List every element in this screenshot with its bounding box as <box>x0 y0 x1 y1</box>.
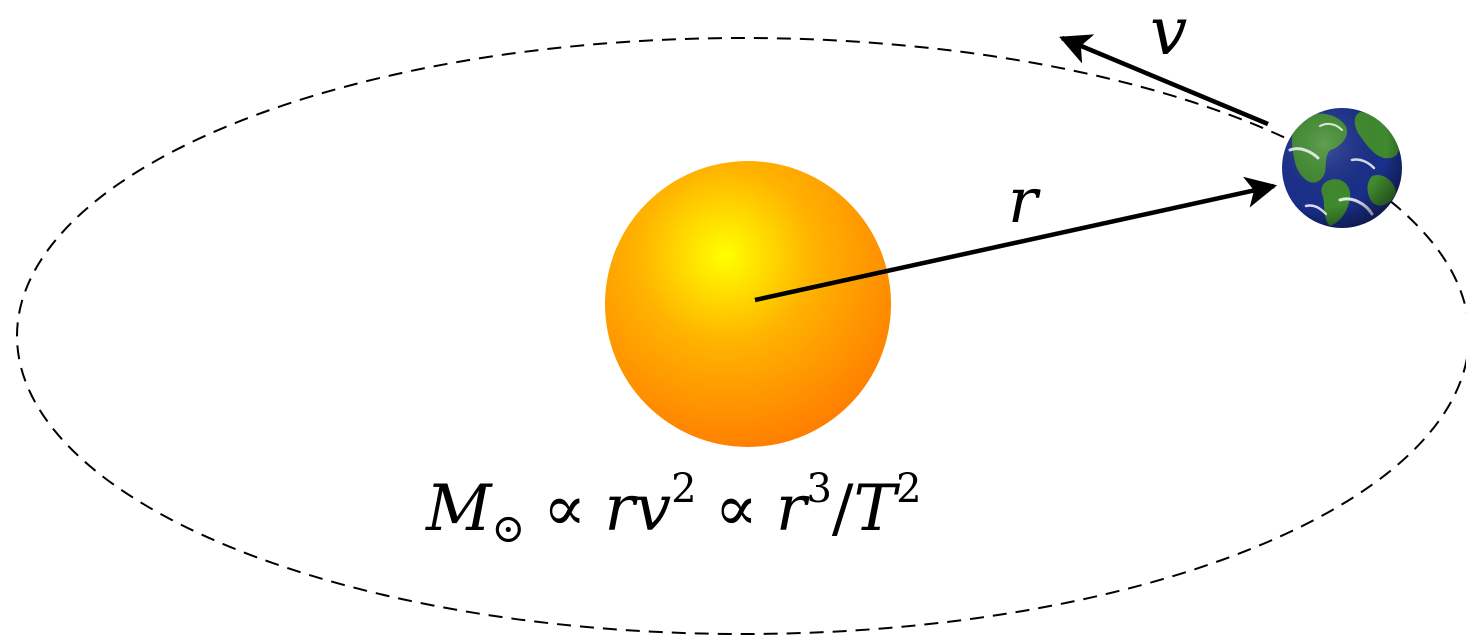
radius-arrow <box>754 176 1278 303</box>
formula-proportional-1: ∝ <box>543 472 586 546</box>
formula-sun-subscript: ⊙ <box>492 506 526 552</box>
formula-period: T <box>853 472 900 546</box>
formula-exp-r: 3 <box>806 466 831 512</box>
sun-icon <box>605 161 891 447</box>
velocity-label: v <box>1150 0 1187 70</box>
velocity-arrow <box>1059 34 1269 127</box>
formula-v: v <box>635 472 671 546</box>
earth-icon <box>1282 108 1402 228</box>
radius-label: r <box>1008 164 1041 237</box>
formula-proportional-2: ∝ <box>715 472 758 546</box>
formula-r-2: r <box>776 472 810 546</box>
formula-exp-t: 2 <box>896 466 921 512</box>
formula-mass: M <box>425 472 493 546</box>
formula-exp-v: 2 <box>671 466 696 512</box>
mass-formula: M⊙∝rv2∝r3/T2 <box>425 466 922 552</box>
formula-r-1: r <box>604 472 638 546</box>
formula-slash: / <box>832 472 854 546</box>
orbit-path <box>16 37 1466 635</box>
